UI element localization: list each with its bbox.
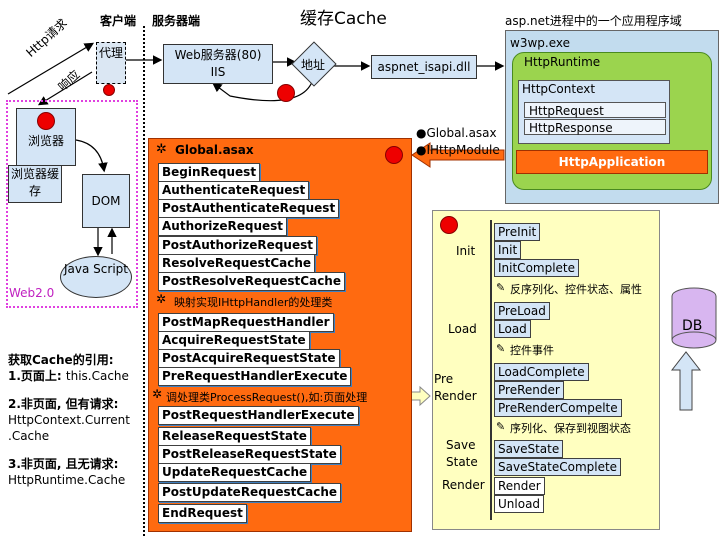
iis-line1: Web服务器(80) — [174, 48, 262, 62]
page-event: Init — [494, 241, 522, 259]
database-label: DB — [682, 318, 703, 334]
map-handler-note: 映射实现IHttpHandler的处理类 — [174, 296, 333, 309]
httprequest-box: HttpRequest — [524, 102, 666, 118]
page-title: 缓存Cache — [300, 9, 387, 29]
client-heading: 客户端 — [100, 14, 137, 28]
server-heading: 服务器端 — [152, 14, 201, 28]
page-event: PreInit — [494, 223, 541, 241]
stage-render-1: Render — [434, 389, 477, 403]
browser-cache-box: 浏览器缓存 — [8, 165, 62, 203]
gear-icon: ✲ — [156, 292, 167, 306]
web20-region — [6, 100, 138, 308]
pipeline-event: AcquireRequestState — [158, 331, 310, 350]
smiley-icon — [440, 216, 458, 234]
pipeline-title: Global.asax — [175, 143, 254, 157]
page-event: Render — [494, 477, 545, 495]
page-event: Unload — [494, 495, 545, 513]
pipeline-event: ResolveRequestCache — [158, 254, 316, 273]
pipeline-event: PostRequestHandlerExecute — [158, 406, 359, 425]
global-asax-label: ●Global.asax — [416, 126, 497, 140]
web20-label: Web2.0 — [9, 286, 55, 300]
dom-box: DOM — [82, 174, 130, 228]
browser-box: 浏览器 — [16, 108, 76, 166]
pen-icon: ✎ — [496, 342, 506, 355]
httpcontext-label: HttpContext — [522, 82, 596, 96]
smiley-icon — [103, 84, 115, 96]
pipeline-event: PreRequestHandlerExecute — [158, 367, 352, 386]
smiley-icon — [385, 146, 403, 164]
note-1-value: this.Cache — [65, 369, 129, 383]
httpresponse-box: HttpResponse — [524, 119, 666, 135]
pipeline-event: PostMapRequestHandler — [158, 313, 334, 332]
smiley-icon — [277, 84, 295, 102]
lifecycle-timeline — [490, 220, 492, 520]
page-event: LoadComplete — [494, 363, 589, 381]
isapi-box: aspnet_isapi.dll — [371, 55, 477, 79]
client-server-divider — [143, 26, 145, 536]
proxy-box: 代理 — [96, 42, 126, 84]
pen-icon: ✎ — [496, 420, 506, 433]
page-event: SaveState — [494, 440, 564, 458]
stage-save: Save — [446, 438, 476, 452]
note-3-label: 3.非页面, 且无请求: — [8, 457, 119, 471]
pipeline-event: PostAuthenticateRequest — [158, 199, 340, 218]
pipeline-event: AuthenticateRequest — [158, 181, 310, 200]
smiley-icon — [37, 112, 55, 130]
gear-icon: ✲ — [156, 142, 167, 157]
httpapplication-box: HttpApplication — [516, 150, 708, 174]
javascript-ellipse: Java Script — [60, 256, 132, 298]
address-label: 地址 — [300, 58, 325, 72]
browser-label: 浏览器 — [27, 134, 64, 148]
note-2-label: 2.非页面, 但有请求: — [8, 397, 119, 411]
stage-pre: Pre — [434, 372, 454, 386]
pipeline-event: PostUpdateRequestCache — [158, 483, 342, 502]
note-3-value: HttpRuntime.Cache — [8, 473, 126, 487]
app-domain-heading: asp.net进程中的一个应用程序域 — [505, 14, 682, 28]
iis-line2: IIS — [210, 65, 226, 79]
pipeline-event: PostResolveRequestCache — [158, 272, 345, 291]
pipeline-event: AuthorizeRequest — [158, 217, 288, 236]
pipeline-event: UpdateRequestCache — [158, 463, 312, 482]
iis-box: Web服务器(80) IIS — [163, 44, 273, 84]
lifecycle-note: 序列化、保存到视图状态 — [510, 422, 631, 435]
stage-load: Load — [448, 322, 477, 336]
pipeline-event: EndRequest — [158, 504, 247, 523]
page-event: PreRenderCompelte — [494, 399, 622, 417]
process-request-note: 调处理类ProcessRequest(),如:页面处理 — [166, 391, 368, 404]
page-event: SaveStateComplete — [494, 458, 622, 476]
pipeline-event: PostAuthorizeRequest — [158, 236, 317, 255]
gear-icon: ✲ — [152, 387, 163, 401]
pipeline-event: PostReleaseRequestState — [158, 445, 341, 464]
pipeline-event: ReleaseRequestState — [158, 427, 311, 446]
note-2-value-1: HttpContext.Current — [8, 413, 130, 427]
pipeline-event: BeginRequest — [158, 163, 261, 182]
lifecycle-note: 控件事件 — [510, 344, 554, 357]
page-event: PreRender — [494, 381, 564, 399]
pipeline-event: PostAcquireRequestState — [158, 349, 340, 368]
stage-state: State — [446, 455, 478, 469]
note-1-label: 1.页面上: — [8, 369, 66, 383]
page-event: InitComplete — [494, 259, 580, 277]
httpruntime-label: HttpRuntime — [524, 55, 601, 69]
ihttpmodule-label: ●IHttpModule — [416, 143, 500, 157]
note-2-value-2: .Cache — [8, 429, 50, 443]
stage-init: Init — [456, 244, 476, 258]
pen-icon: ✎ — [496, 281, 506, 294]
notes-heading: 获取Cache的引用: — [8, 353, 114, 367]
page-event: Load — [494, 320, 531, 338]
lifecycle-note: 反序列化、控件状态、属性 — [510, 283, 642, 296]
w3wp-label: w3wp.exe — [510, 36, 570, 50]
stage-render-2: Render — [442, 478, 485, 492]
page-event: PreLoad — [494, 302, 550, 320]
cache-reference-notes: 获取Cache的引用: 1.页面上: this.Cache 2.非页面, 但有请… — [8, 352, 130, 488]
